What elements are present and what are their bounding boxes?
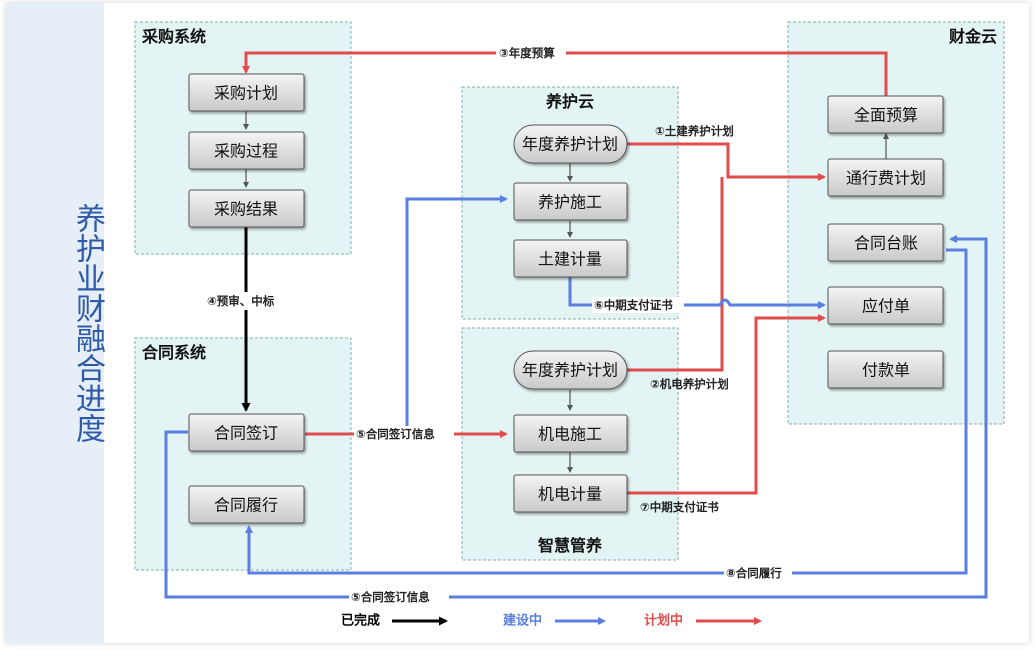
flow-5b-line — [164, 235, 988, 599]
box-payable[interactable]: 应付单 — [827, 286, 944, 325]
legend-done-label: 已完成 — [341, 613, 380, 629]
flow-8-line — [245, 248, 968, 575]
flow-6-line — [568, 277, 826, 309]
svg-text:通行费计划: 通行费计划 — [846, 169, 926, 188]
flow-6-label: ⑥中期支付证书 — [594, 298, 673, 312]
group-title-maintenance-cloud: 养护云 — [545, 92, 594, 111]
group-title-smart-maintenance: 智慧管养 — [538, 536, 603, 555]
svg-text:合同签订: 合同签订 — [214, 424, 278, 443]
flow-1-line — [627, 142, 826, 181]
flow-diagram: 采购系统 合同系统 养护云 智慧管养 财金云 — [134, 21, 1005, 629]
flow-1-label: ①土建养护计划 — [655, 124, 734, 138]
box-toll-plan[interactable]: 通行费计划 — [827, 158, 944, 197]
box-annual-plan-civil[interactable]: 年度养护计划 — [513, 124, 628, 164]
flow-7-label: ⑦中期支付证书 — [640, 500, 719, 514]
svg-text:年度养护计划: 年度养护计划 — [522, 361, 618, 380]
flow-4-label: ④预审、中标 — [207, 294, 275, 308]
group-title-procurement: 采购系统 — [141, 27, 206, 46]
flow-8-label: ⑧合同履行 — [726, 566, 782, 580]
svg-text:合同履行: 合同履行 — [214, 496, 278, 515]
box-civil-measure[interactable]: 土建计量 — [513, 239, 628, 278]
group-title-contract: 合同系统 — [142, 343, 206, 362]
box-contract-ledger[interactable]: 合同台账 — [827, 223, 944, 262]
svg-text:付款单: 付款单 — [862, 361, 910, 380]
diagram-frame: 养护业财融合进度 — [6, 3, 1029, 643]
svg-text:应付单: 应付单 — [862, 297, 910, 316]
svg-text:土建计量: 土建计量 — [538, 250, 602, 269]
flow-5a-label: ⑤合同签订信息 — [356, 427, 435, 441]
svg-text:采购计划: 采购计划 — [214, 84, 278, 103]
box-procurement-result[interactable]: 采购结果 — [188, 189, 305, 228]
svg-text:合同台账: 合同台账 — [854, 234, 918, 253]
flow-3-label: ③年度预算 — [499, 46, 555, 60]
flow-2-label: ②机电养护计划 — [650, 377, 729, 391]
box-annual-plan-mech[interactable]: 年度养护计划 — [513, 350, 628, 390]
side-title: 养护业财融合进度 — [70, 203, 105, 443]
svg-text:采购结果: 采购结果 — [214, 200, 278, 219]
svg-text:采购过程: 采购过程 — [214, 142, 278, 161]
svg-text:全面预算: 全面预算 — [854, 106, 918, 125]
legend-planning-label: 计划中 — [644, 613, 683, 629]
flow-2-line — [627, 177, 724, 372]
legend-building-label: 建设中 — [503, 613, 542, 629]
svg-text:机电计量: 机电计量 — [538, 485, 602, 504]
box-mech-construction[interactable]: 机电施工 — [513, 414, 628, 453]
svg-text:养护施工: 养护施工 — [538, 193, 602, 212]
box-procurement-process[interactable]: 采购过程 — [188, 131, 305, 170]
box-full-budget[interactable]: 全面预算 — [827, 95, 944, 134]
box-maintenance-construction[interactable]: 养护施工 — [513, 182, 628, 221]
box-procurement-plan[interactable]: 采购计划 — [188, 73, 305, 112]
box-mech-measure[interactable]: 机电计量 — [513, 474, 628, 513]
box-payment[interactable]: 付款单 — [827, 350, 944, 389]
box-contract-perform[interactable]: 合同履行 — [188, 485, 305, 524]
box-contract-sign[interactable]: 合同签订 — [188, 413, 305, 452]
flow-7-line — [627, 314, 826, 495]
side-panel: 养护业财融合进度 — [6, 3, 105, 643]
svg-text:年度养护计划: 年度养护计划 — [522, 135, 618, 154]
group-contract — [134, 337, 352, 571]
svg-text:机电施工: 机电施工 — [538, 425, 602, 444]
flow-5b-label: ⑤合同签订信息 — [351, 590, 430, 604]
group-title-finance-cloud: 财金云 — [948, 27, 997, 46]
